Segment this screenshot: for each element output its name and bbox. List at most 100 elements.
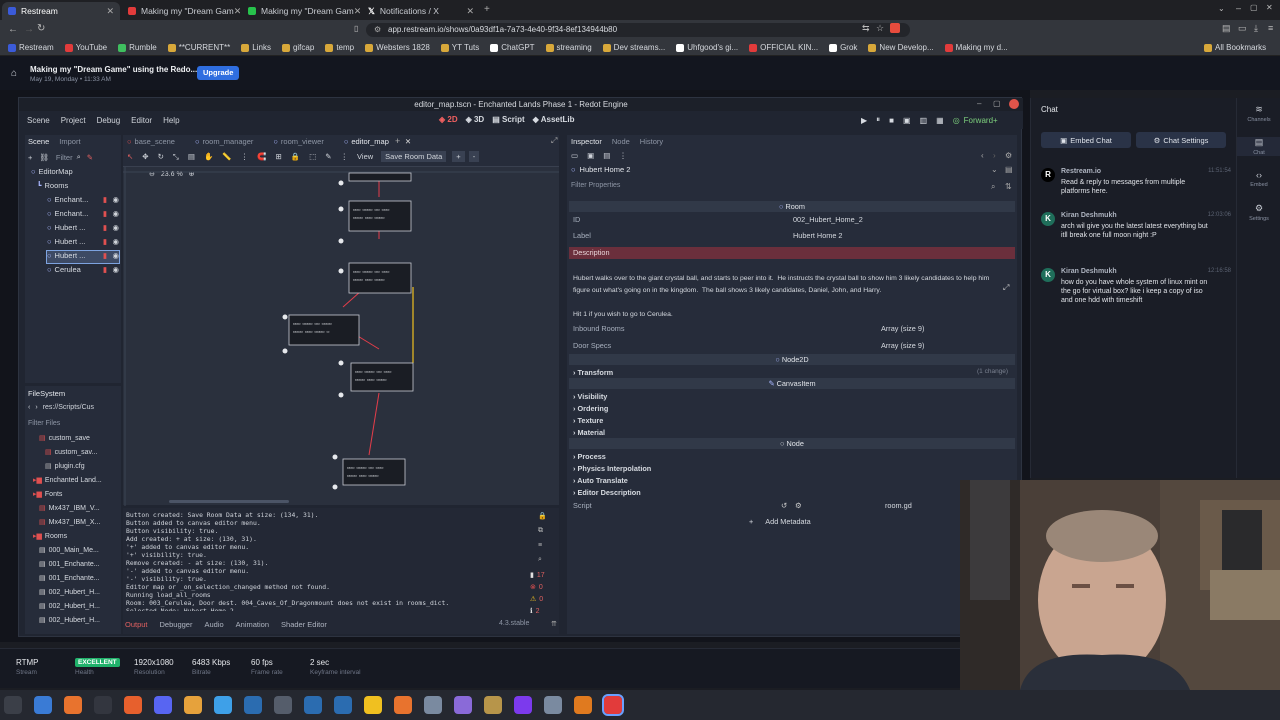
scene-tree-node[interactable]: ○Hubert ...▮◉ bbox=[47, 223, 119, 235]
file-item[interactable]: ▤001_Enchante... bbox=[39, 560, 115, 572]
warning-count[interactable]: ⚠0 bbox=[530, 595, 558, 604]
file-item[interactable]: ▸▆Enchanted Land... bbox=[33, 476, 115, 488]
editor-minimize-icon[interactable]: – bbox=[977, 99, 982, 108]
pan-tool-icon[interactable]: ✋ bbox=[203, 152, 214, 161]
taskbar-vscode-icon[interactable] bbox=[214, 696, 232, 714]
editor-tab-room-viewer[interactable]: ○room_viewer bbox=[273, 137, 333, 146]
node-section-header[interactable]: ○ Node bbox=[569, 438, 1015, 449]
script-icon[interactable]: ▮ bbox=[102, 223, 107, 232]
selected-node-row[interactable]: ○Hubert Home 2 bbox=[571, 165, 630, 174]
bookmark-item[interactable]: gifcap bbox=[281, 43, 314, 52]
bookmark-item[interactable]: streaming bbox=[545, 43, 592, 52]
bookmark-item[interactable]: OFFICIAL KIN... bbox=[749, 43, 818, 52]
file-item[interactable]: ▤002_Hubert_H... bbox=[39, 602, 115, 614]
browser-tab-youtube-1[interactable]: Making my "Dream Gam✕ bbox=[122, 2, 240, 20]
file-item[interactable]: ▤002_Hubert_H... bbox=[39, 588, 115, 600]
rail-embed[interactable]: ‹›Embed bbox=[1237, 170, 1280, 188]
taskbar-files-icon[interactable] bbox=[34, 696, 52, 714]
script-icon[interactable]: ▮ bbox=[102, 237, 107, 246]
share-icon[interactable]: ⇆ bbox=[862, 23, 870, 33]
script-icon[interactable]: ▮ bbox=[102, 265, 107, 274]
taskbar-firefox-icon[interactable] bbox=[64, 696, 82, 714]
horizontal-scrollbar[interactable] bbox=[169, 500, 289, 503]
scene-tree-node[interactable]: ○Hubert ...▮◉ bbox=[47, 237, 119, 249]
file-item[interactable]: ▤plugin.cfg bbox=[45, 462, 115, 474]
file-item[interactable]: ▤custom_save bbox=[39, 434, 115, 446]
movie-icon[interactable]: ▦ bbox=[936, 115, 944, 125]
play-custom-icon[interactable]: ▥ bbox=[919, 115, 928, 125]
link-icon[interactable]: ⛓ bbox=[39, 152, 49, 162]
rotate-tool-icon[interactable]: ↻ bbox=[157, 152, 164, 161]
maximize-window-icon[interactable]: ▢ bbox=[1250, 3, 1258, 12]
inbound-rooms-value[interactable]: Array (size 9) bbox=[881, 324, 925, 333]
material-group[interactable]: › Material bbox=[573, 428, 606, 437]
stop-icon[interactable]: ■ bbox=[889, 115, 894, 125]
node2d-section-header[interactable]: ○ Node2D bbox=[569, 354, 1015, 365]
close-tab-icon[interactable]: ✕ bbox=[466, 5, 474, 16]
download-icon[interactable]: ⤓ bbox=[1254, 23, 1258, 33]
visibility-eye-icon[interactable]: ◉ bbox=[112, 209, 119, 218]
filter-icon[interactable]: ≡ bbox=[538, 542, 543, 549]
file-item[interactable]: ▤000_Main_Me... bbox=[39, 546, 115, 558]
scene-tree-node[interactable]: ○Enchant...▮◉ bbox=[47, 209, 119, 221]
upgrade-button[interactable]: Upgrade bbox=[197, 66, 240, 80]
chevron-down-icon[interactable]: ⌄ bbox=[178, 65, 185, 74]
viewport-2d[interactable]: ⊖ 23.6 % ⊕ bbox=[123, 166, 559, 506]
rail-settings[interactable]: ⚙Settings bbox=[1237, 203, 1280, 222]
taskbar-discord-icon[interactable] bbox=[154, 696, 172, 714]
auto-translate-group[interactable]: › Auto Translate bbox=[573, 476, 628, 485]
bookmark-item[interactable]: Uhfgood's gi... bbox=[676, 43, 738, 52]
menu-debug[interactable]: Debug bbox=[96, 115, 121, 125]
add-room-button[interactable]: + bbox=[452, 151, 465, 162]
menu-project[interactable]: Project bbox=[60, 115, 86, 125]
close-tab-icon[interactable]: ✕ bbox=[353, 5, 360, 16]
taskbar-settings-icon[interactable] bbox=[484, 696, 502, 714]
scale-tool-icon[interactable]: ⤡ bbox=[172, 151, 179, 161]
more-icon[interactable]: ⋮ bbox=[240, 152, 249, 161]
lock-output-icon[interactable]: 🔒 bbox=[538, 513, 547, 520]
taskbar-obs-icon[interactable] bbox=[184, 696, 202, 714]
history-back-icon[interactable]: ‹ bbox=[981, 151, 984, 160]
menu-help[interactable]: Help bbox=[163, 115, 180, 125]
canvasitem-section-header[interactable]: ✎ CanvasItem bbox=[569, 378, 1015, 389]
error-count[interactable]: ⊗0 bbox=[530, 583, 558, 592]
embed-chat-button[interactable]: ▣Embed Chat bbox=[1041, 132, 1131, 148]
browser-tab-youtube-2[interactable]: Making my "Dream Gam✕ bbox=[242, 2, 360, 20]
file-item[interactable]: ▸▆Rooms bbox=[33, 532, 115, 544]
bookmark-item[interactable]: temp bbox=[325, 43, 354, 52]
reload-icon[interactable]: ↻ bbox=[37, 23, 46, 34]
rail-chat[interactable]: ▤Chat bbox=[1237, 137, 1280, 156]
label-value[interactable]: Hubert Home 2 bbox=[793, 231, 843, 240]
taskbar-blender-icon[interactable] bbox=[574, 696, 592, 714]
back-icon[interactable]: ← bbox=[8, 24, 18, 35]
rail-channels[interactable]: ≋Channels bbox=[1237, 104, 1280, 123]
add-node-icon[interactable]: + bbox=[28, 152, 33, 162]
bookmark-item[interactable]: ChatGPT bbox=[490, 43, 535, 52]
search-icon[interactable]: ⌕ bbox=[76, 152, 81, 161]
pivot-icon[interactable]: ⋮ bbox=[340, 152, 349, 161]
transform-group[interactable]: › Transform bbox=[573, 368, 614, 377]
bone-icon[interactable]: ✎ bbox=[325, 152, 332, 161]
close-scene-tab-icon[interactable]: ✕ bbox=[404, 137, 412, 146]
ordering-group[interactable]: › Ordering bbox=[573, 404, 609, 413]
play-scene-icon[interactable]: ▣ bbox=[903, 115, 911, 125]
object-history-icon[interactable]: ⚙ bbox=[1005, 151, 1013, 160]
snap-icon[interactable]: 🧲 bbox=[257, 152, 267, 161]
renderer-select[interactable]: Forward+ bbox=[963, 115, 998, 125]
file-item[interactable]: ▤custom_sav... bbox=[45, 448, 115, 460]
close-tab-icon[interactable]: ✕ bbox=[233, 5, 240, 16]
file-item[interactable]: ▤Mx437_IBM_V... bbox=[39, 504, 115, 516]
zoom-out-icon[interactable]: ⊖ bbox=[149, 171, 155, 178]
editor-tab-base-scene[interactable]: ○base_scene bbox=[127, 137, 185, 146]
tab-inspector[interactable]: Inspector bbox=[571, 137, 602, 146]
bookmark-item[interactable]: Making my d... bbox=[944, 43, 1008, 52]
menu-scene[interactable]: Scene bbox=[27, 115, 50, 125]
next-folder-icon[interactable]: › bbox=[35, 404, 38, 411]
taskbar-github-icon[interactable] bbox=[514, 696, 532, 714]
attach-script-icon[interactable]: ✎ bbox=[86, 152, 94, 162]
script-settings-icon[interactable]: ⚙ bbox=[795, 501, 802, 510]
tab-search-icon[interactable]: ⌄ bbox=[1218, 4, 1225, 13]
scene-tree-node[interactable]: ○Hubert ...▮◉ bbox=[46, 250, 120, 264]
